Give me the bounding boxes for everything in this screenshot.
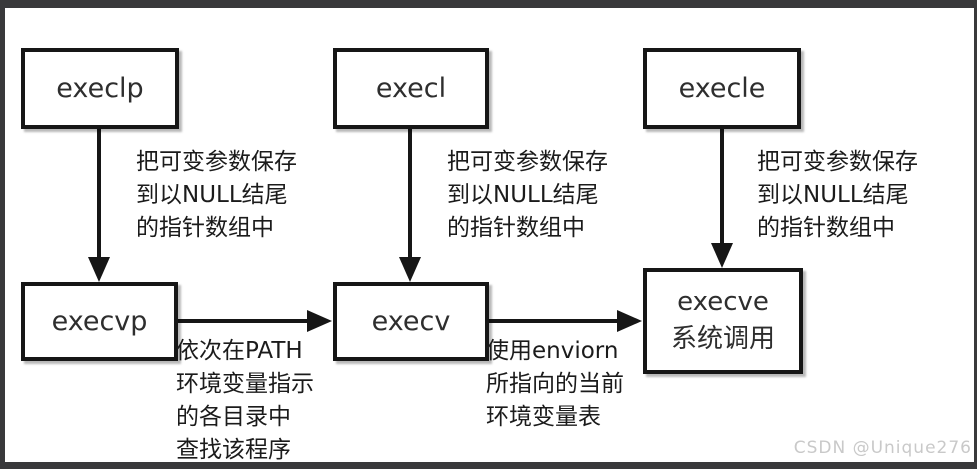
- frame-top-bar: [0, 0, 977, 8]
- node-execv: execv: [333, 282, 489, 361]
- arrow-execl-to-execv: [399, 127, 421, 282]
- arrow-execle-to-execve: [711, 127, 733, 268]
- arrow-execlp-to-execvp: [88, 127, 110, 282]
- node-execve: execve 系统调用: [643, 268, 803, 374]
- note-path-search: 依次在PATH 环境变量指示 的各目录中 查找该程序: [176, 338, 314, 463]
- note-environ-use: 使用enviorn 所指向的当前 环境变量表: [486, 338, 624, 430]
- frame-left-bar: [0, 0, 5, 469]
- note-varargs-execlp: 把可变参数保存 到以NULL结尾 的指针数组中: [136, 149, 297, 241]
- watermark: CSDN @Unique276: [793, 438, 972, 458]
- node-execle: execle: [643, 48, 801, 129]
- arrow-down-icon: [711, 243, 733, 268]
- frame-bottom-bar: [0, 462, 977, 469]
- arrow-down-icon: [88, 257, 110, 282]
- node-execvp: execvp: [21, 282, 178, 361]
- note-varargs-execl: 把可变参数保存 到以NULL结尾 的指针数组中: [447, 149, 608, 241]
- arrow-down-icon: [399, 257, 421, 282]
- arrow-right-icon: [617, 310, 642, 332]
- frame-right-bar: [974, 0, 977, 469]
- arrow-execvp-to-execv: [176, 310, 332, 332]
- node-execl: execl: [333, 48, 489, 129]
- node-execlp: execlp: [21, 48, 179, 129]
- arrow-execv-to-execve: [487, 310, 642, 332]
- note-varargs-execle: 把可变参数保存 到以NULL结尾 的指针数组中: [757, 149, 918, 241]
- arrow-right-icon: [307, 310, 332, 332]
